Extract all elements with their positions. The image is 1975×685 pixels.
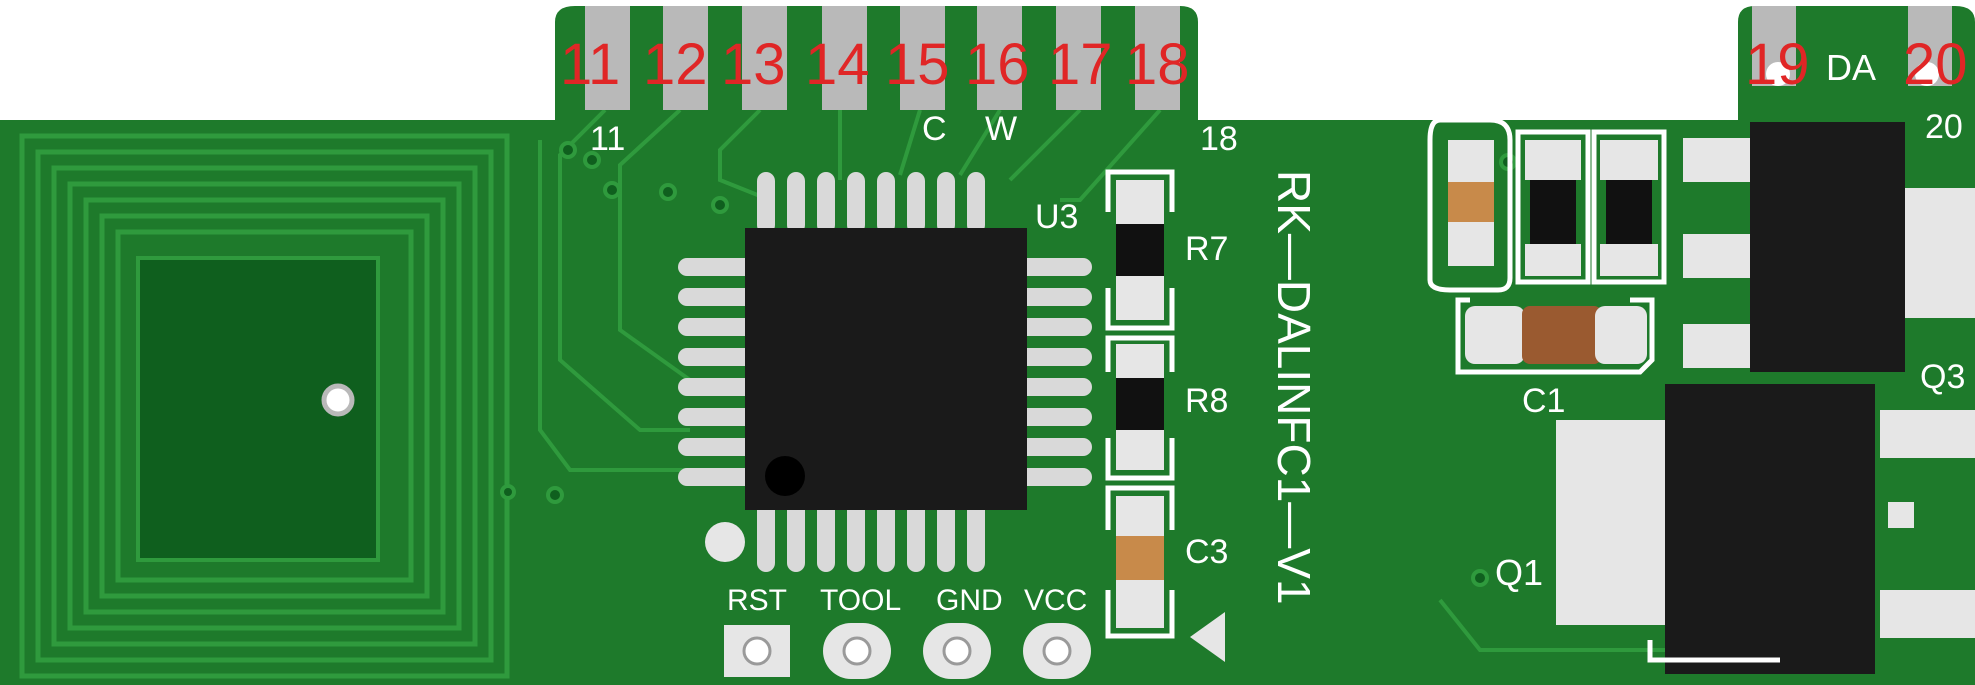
edge-pin: [1056, 6, 1101, 110]
mounting-hole-left: [705, 522, 745, 562]
silk-label-18: 18: [1200, 120, 1238, 158]
edge-pin-hole: [1915, 62, 1939, 86]
label-u3: U3: [1035, 198, 1078, 236]
edge-pin: [585, 6, 630, 110]
pin-number-15: 15: [885, 32, 950, 97]
edge-pins-left: [585, 6, 1180, 110]
header-label-vcc: VCC: [1024, 584, 1087, 617]
pin-number-20: 20: [1903, 32, 1968, 97]
silk-label-da: DA: [1826, 47, 1876, 88]
pin-number-18: 18: [1125, 32, 1190, 97]
silk-label-w: W: [985, 110, 1017, 148]
r7-footprint: [1105, 169, 1175, 331]
label-c1: C1: [1522, 382, 1565, 420]
ic-pin1-marker: [765, 456, 805, 496]
pin-number-13: 13: [721, 32, 786, 97]
silk-label-20: 20: [1925, 108, 1963, 146]
signal-traces: [538, 108, 1832, 656]
label-c3: C3: [1185, 533, 1228, 571]
q3-transistor: [1683, 122, 1975, 372]
pin-number-12: 12: [643, 32, 708, 97]
q1-transistor: [1556, 384, 1975, 674]
label-r8: R8: [1185, 382, 1228, 420]
pin-number-17: 17: [1048, 32, 1113, 97]
edge-pin: [742, 6, 787, 110]
edge-pin-hole: [1766, 62, 1790, 86]
edge-pin: [822, 6, 867, 110]
label-q3: Q3: [1920, 358, 1965, 396]
capacitor-group: [1427, 117, 1667, 293]
pin-number-14: 14: [805, 32, 870, 97]
pin-number-16: 16: [965, 32, 1030, 97]
edge-pin: [900, 6, 945, 110]
edge-pin: [1135, 6, 1180, 110]
pin-numbers: 11 12 13 14 15 16 17 18 19 20: [560, 32, 1968, 97]
silk-label-11: 11: [590, 120, 625, 158]
nfc-antenna-coil: [19, 133, 510, 679]
r8-footprint: [1105, 335, 1175, 481]
c1-footprint: [1455, 297, 1655, 375]
silk-label-c: C: [922, 110, 947, 148]
header-label-gnd: GND: [936, 584, 1003, 617]
label-r7: R7: [1185, 230, 1228, 268]
edge-pin: [663, 6, 708, 110]
pin-number-11: 11: [560, 32, 620, 97]
antenna-via-hole: [321, 383, 355, 417]
board-name: RK—DALINFC1—V1: [1268, 170, 1320, 605]
header-label-tool: TOOL: [820, 584, 901, 617]
programming-header: RST TOOL GND VCC: [724, 584, 1091, 679]
ic-u3-pads: [678, 172, 1092, 572]
c3-footprint: [1105, 485, 1175, 639]
header-label-rst: RST: [727, 584, 787, 617]
edge-pin: [977, 6, 1022, 110]
label-q1: Q1: [1495, 552, 1543, 593]
orientation-arrow: [1190, 612, 1225, 662]
pin-number-19: 19: [1745, 32, 1810, 97]
